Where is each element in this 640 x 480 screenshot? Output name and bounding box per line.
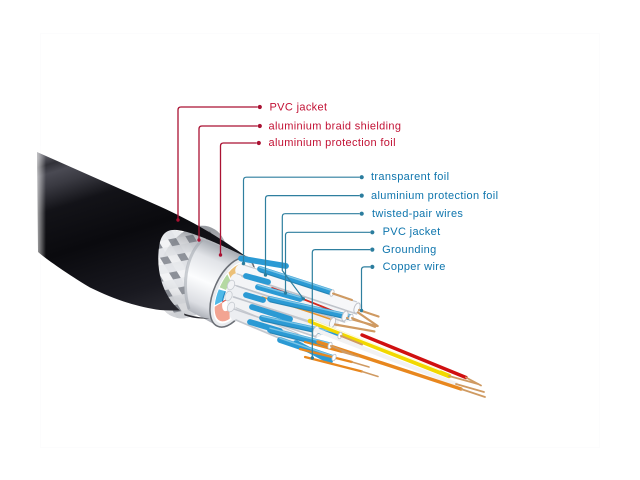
svg-text:transparent foil: transparent foil [371,171,449,183]
svg-text:Copper wire: Copper wire [383,261,446,273]
svg-text:Grounding: Grounding [382,244,437,256]
svg-text:PVC jacket: PVC jacket [270,102,328,114]
svg-text:aluminium protection foil: aluminium protection foil [371,190,498,202]
svg-text:aluminium braid shielding: aluminium braid shielding [269,121,402,133]
svg-text:aluminium protection foil: aluminium protection foil [269,137,396,149]
svg-text:PVC jacket: PVC jacket [383,226,441,238]
svg-text:twisted-pair wires: twisted-pair wires [372,208,463,220]
